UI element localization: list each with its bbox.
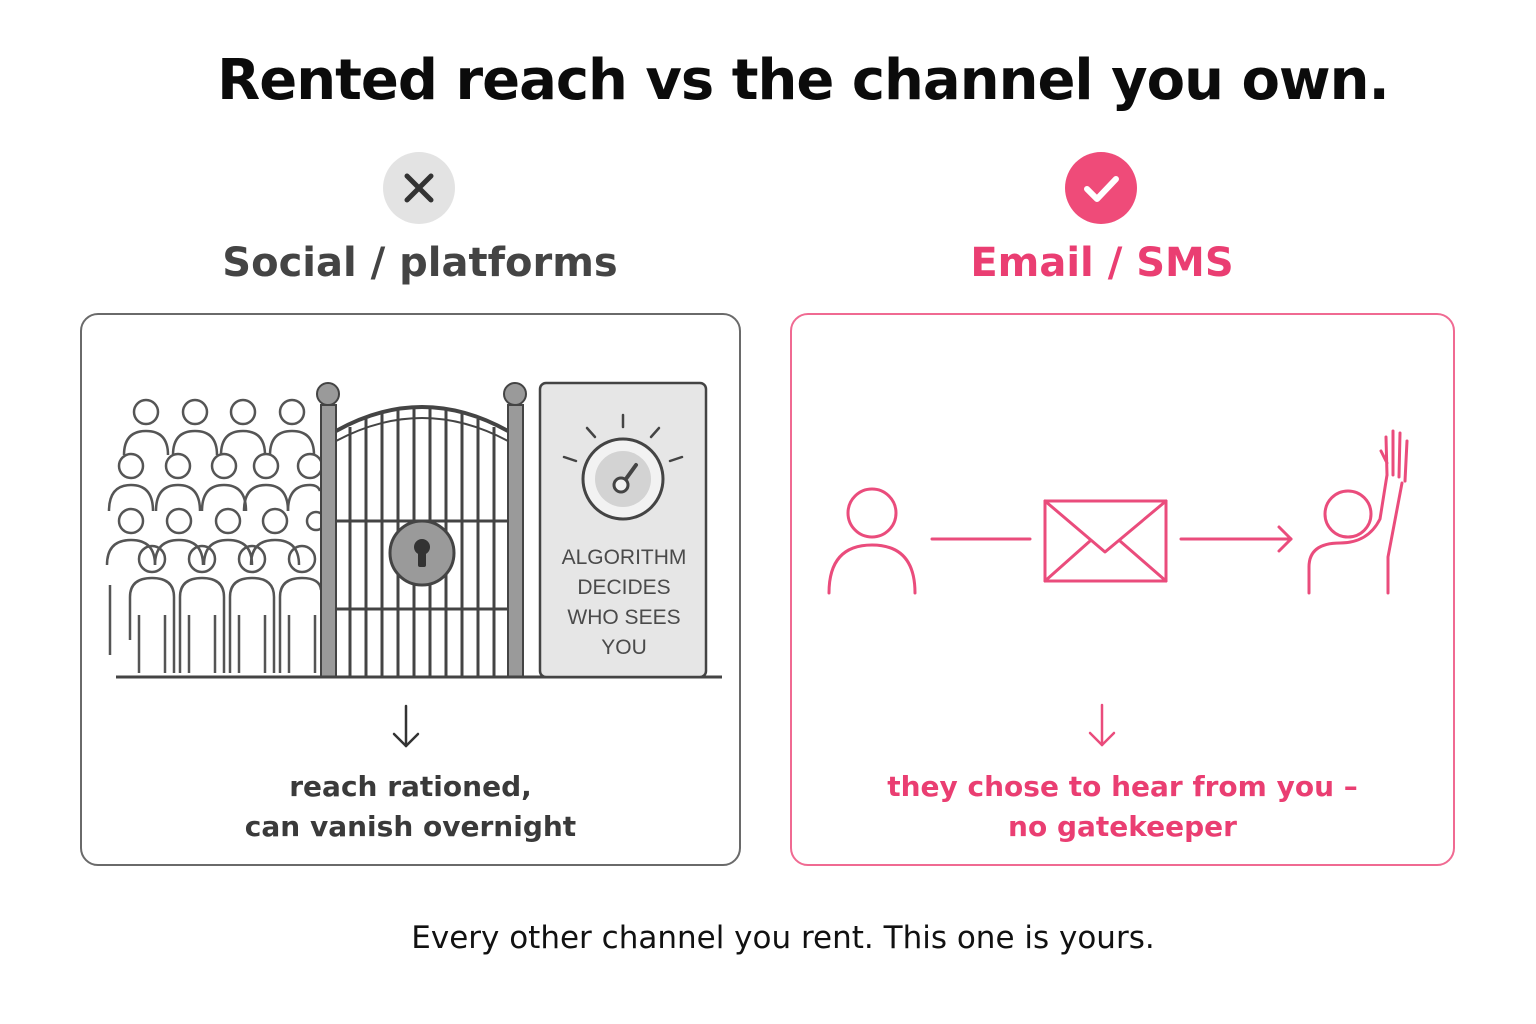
- algorithm-sign-text: ALGORITHM DECIDES WHO SEES YOU: [542, 543, 706, 663]
- caption-line: no gatekeeper: [1008, 810, 1237, 843]
- crowd-icon: [105, 398, 327, 673]
- right-arrow-icon: [1179, 525, 1293, 553]
- caption-line: they chose to hear from you –: [887, 770, 1358, 803]
- caption-line: reach rationed,: [289, 770, 532, 803]
- email-sms-panel: they chose to hear from you – no gatekee…: [790, 313, 1455, 866]
- padlock-icon: [388, 519, 456, 587]
- algorithm-sign: [538, 381, 708, 679]
- check-icon: [1084, 176, 1119, 202]
- check-badge: [1065, 152, 1137, 224]
- caption-line: can vanish overnight: [244, 810, 577, 843]
- crowd-gate-illustration: [105, 381, 722, 679]
- down-arrow-icon: [1088, 703, 1116, 747]
- left-column-heading: Social / platforms: [222, 240, 618, 286]
- sender-person-icon: [827, 487, 917, 595]
- gauge-icon: [562, 413, 684, 521]
- page-title: Rented reach vs the channel you own.: [217, 48, 1390, 113]
- sign-line: WHO SEES YOU: [567, 606, 681, 659]
- x-icon: [404, 173, 434, 203]
- receiver-raised-hand-icon: [1307, 429, 1409, 595]
- right-column-heading: Email / SMS: [970, 240, 1234, 286]
- sign-line: ALGORITHM: [561, 546, 687, 569]
- footer-tagline: Every other channel you rent. This one i…: [411, 920, 1155, 956]
- sign-line: DECIDES: [577, 576, 671, 599]
- x-badge: [383, 152, 455, 224]
- left-panel-caption: reach rationed, can vanish overnight: [82, 767, 739, 847]
- social-platforms-panel: ALGORITHM DECIDES WHO SEES YOU reach rat…: [80, 313, 741, 866]
- right-panel-caption: they chose to hear from you – no gatekee…: [792, 767, 1453, 847]
- down-arrow-icon: [392, 704, 420, 748]
- gate-icon: [316, 382, 527, 678]
- direct-message-illustration: [827, 429, 1409, 595]
- envelope-icon: [1043, 499, 1168, 583]
